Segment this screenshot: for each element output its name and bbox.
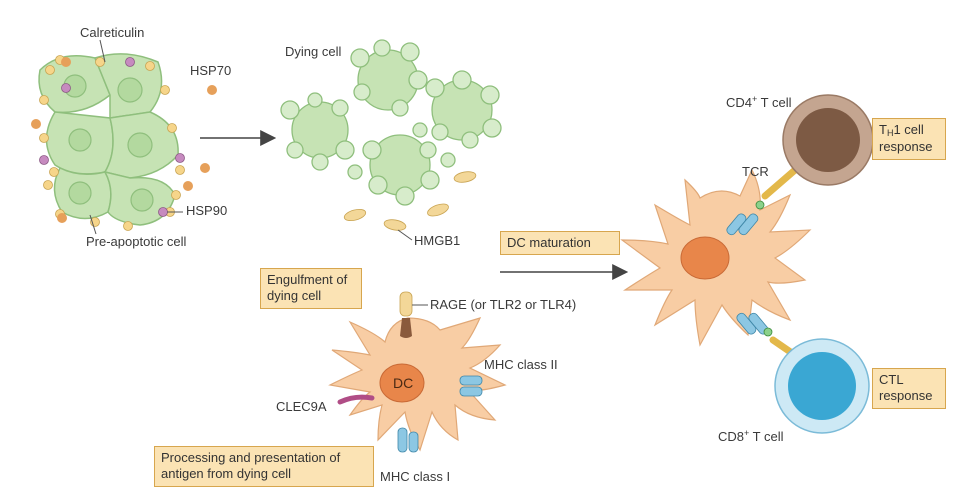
tcr-label: TCR — [742, 164, 769, 179]
immature-dc — [328, 291, 507, 453]
mhc-class-i-receptor — [397, 427, 419, 453]
th1-response-box: TH1 cell response — [872, 118, 946, 160]
rage-label: RAGE (or TLR2 or TLR4) — [430, 297, 577, 312]
cd4-t-cell — [782, 94, 874, 186]
processing-presentation-box: Processing and presentation of antigen f… — [154, 446, 374, 487]
calreticulin-label: Calreticulin — [80, 25, 145, 40]
mhc-class-i-label: MHC class I — [380, 469, 451, 484]
hsp70-label: HSP70 — [190, 63, 232, 78]
dying-cell-blebs — [280, 39, 502, 206]
hmgb1-label: HMGB1 — [414, 233, 461, 248]
hsp70-dots — [31, 57, 217, 223]
mature-dc — [620, 166, 812, 366]
ctl-response-box: CTL response — [872, 368, 946, 409]
mhc-class-ii-label: MHC class II — [484, 357, 558, 372]
cd4-t-cell-label: CD4+ T cell — [726, 94, 792, 110]
hsp90-dots — [39, 57, 185, 217]
tcr-mhc-upper — [726, 166, 799, 236]
tcr-mhc-lower — [736, 312, 809, 366]
engulfment-box: Engulfment of dying cell — [260, 268, 362, 309]
clec9a-label: CLEC9A — [276, 399, 327, 414]
dc-nucleus-label: DC — [393, 375, 414, 391]
dc-maturation-box: DC maturation — [500, 231, 620, 256]
pre-apoptotic-cell-cluster — [31, 39, 217, 235]
cd8-t-cell — [774, 338, 870, 434]
pre-apoptotic-cell-label: Pre-apoptotic cell — [86, 234, 187, 249]
hsp90-label: HSP90 — [186, 203, 228, 218]
clec9a-receptor — [337, 394, 375, 405]
cd8-t-cell-label: CD8+ T cell — [718, 428, 784, 444]
mhc-class-ii-receptor — [459, 375, 483, 397]
hmgb1-ovals — [343, 171, 477, 231]
dying-cell-label: Dying cell — [285, 44, 342, 59]
